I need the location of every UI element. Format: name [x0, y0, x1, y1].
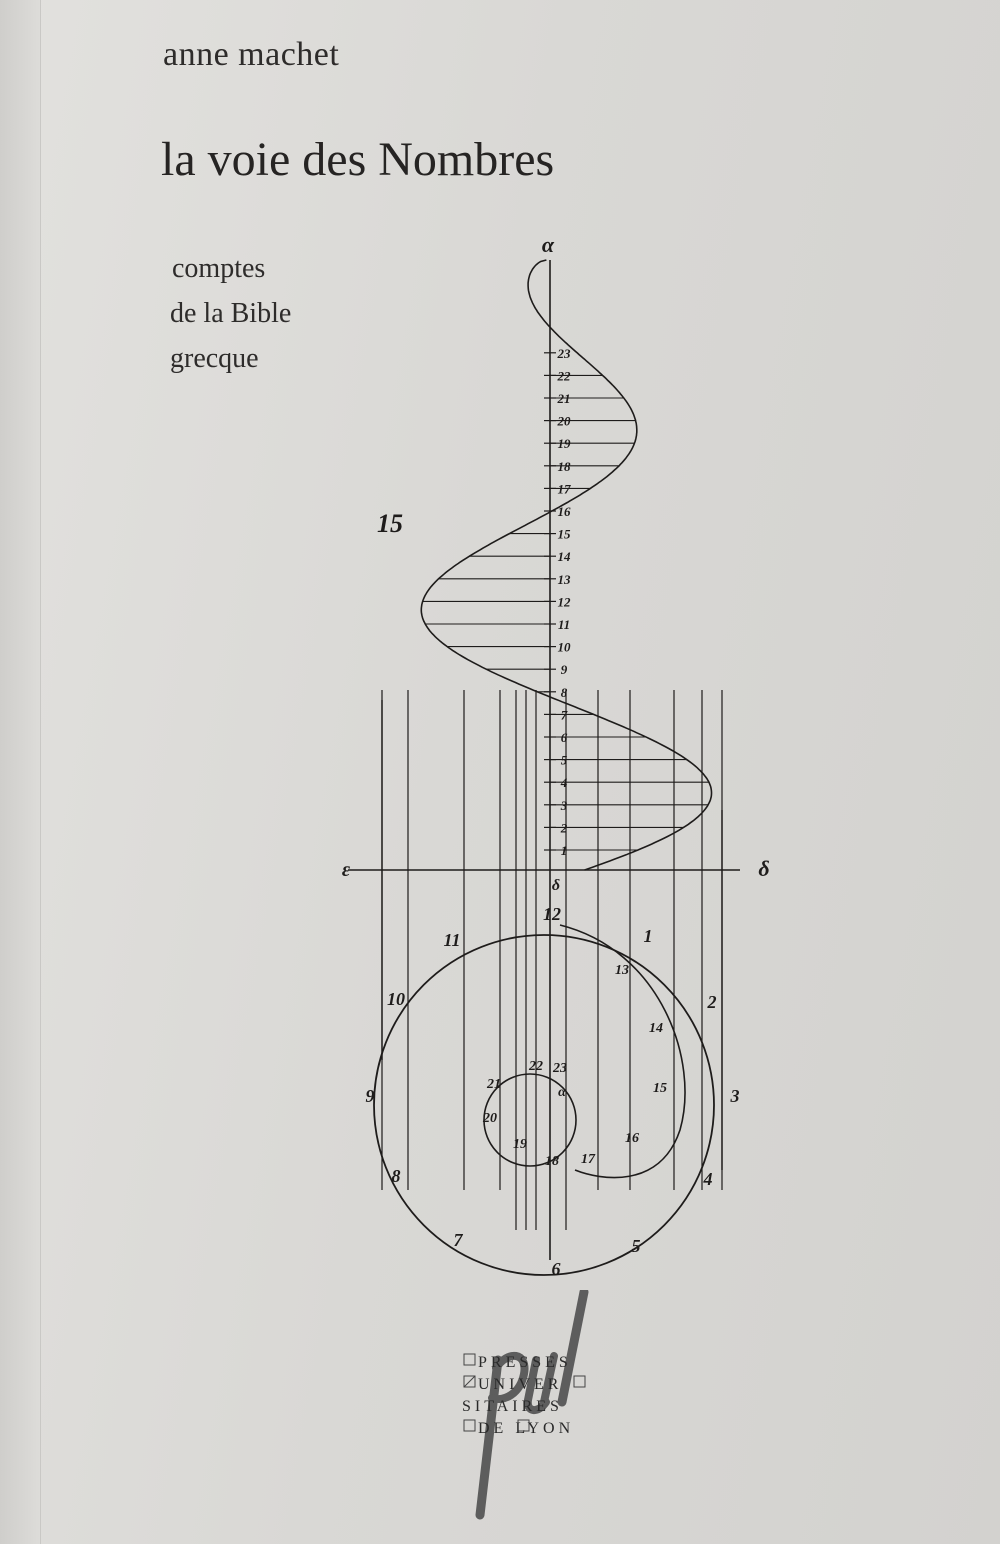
book-subtitle: comptes de la Bible grecque — [170, 246, 292, 381]
inner-label: 18 — [545, 1154, 559, 1169]
scale-label: 16 — [558, 504, 572, 519]
circle-label: 5 — [632, 1236, 641, 1256]
circle-label: 12 — [543, 904, 561, 924]
subtitle-line: comptes — [172, 253, 266, 284]
helix-diagram: αεδδ123456789101112131415161718192021222… — [342, 232, 770, 1279]
scale-label: 13 — [558, 572, 572, 587]
cover-left-edge — [0, 0, 41, 1544]
publisher-line: DE LYON — [478, 1420, 575, 1437]
left-numeral: 15 — [377, 509, 403, 538]
publisher-line: UNIVER — [478, 1376, 563, 1393]
circle-label: 8 — [392, 1166, 401, 1186]
inner-label: 16 — [625, 1131, 639, 1146]
scale-label: 12 — [558, 594, 572, 609]
top-label: α — [542, 232, 555, 257]
inner-label: α — [558, 1085, 566, 1100]
axis-center-label: δ — [552, 877, 560, 894]
author-name: anne machet — [163, 36, 340, 73]
inner-label: 20 — [482, 1111, 497, 1126]
circle-label: 7 — [454, 1230, 464, 1250]
inner-label: 19 — [513, 1137, 527, 1152]
inner-label: 17 — [581, 1152, 596, 1167]
book-title: la voie des Nombres — [161, 133, 555, 186]
outer-circle — [373, 934, 715, 1276]
pul-monogram-icon — [463, 1290, 589, 1520]
circle-label: 4 — [703, 1169, 713, 1189]
circle-label: 11 — [443, 930, 460, 950]
helix-curve — [420, 259, 713, 871]
inner-circle — [483, 1073, 577, 1167]
inner-spiral — [559, 924, 686, 1179]
scale-label: 14 — [558, 549, 572, 564]
publisher-logo: PRESSES UNIVER SITAIRES DE LYON — [458, 1290, 598, 1530]
circle-label: 9 — [366, 1086, 375, 1106]
subtitle-line: de la Bible — [170, 298, 292, 329]
circle-label: 10 — [387, 989, 405, 1009]
circle-label: 3 — [730, 1086, 740, 1106]
inner-label: 22 — [528, 1059, 543, 1074]
axis-right-label: δ — [758, 856, 769, 881]
publisher-line: SITAIRES — [462, 1398, 563, 1415]
circle-label: 2 — [707, 992, 717, 1012]
circle-label: 6 — [552, 1259, 561, 1279]
scale-label: 8 — [561, 685, 568, 700]
scale-label: 15 — [558, 527, 572, 542]
inner-label: 21 — [486, 1077, 501, 1092]
circle-label: 1 — [644, 926, 653, 946]
scale-label: 23 — [557, 346, 572, 361]
inner-label: 23 — [552, 1061, 567, 1076]
publisher-line: PRESSES — [478, 1354, 572, 1371]
scale-label: 11 — [558, 617, 570, 632]
scale-label: 10 — [558, 640, 572, 655]
inner-label: 15 — [653, 1081, 667, 1096]
publisher-name: PRESSES UNIVER SITAIRES DE LYON — [462, 1352, 574, 1440]
inner-label: 14 — [649, 1021, 663, 1036]
subtitle-line: grecque — [170, 343, 259, 374]
scale-label: 9 — [561, 662, 568, 677]
axis-left-label: ε — [342, 859, 351, 881]
inner-label: 13 — [615, 963, 629, 978]
